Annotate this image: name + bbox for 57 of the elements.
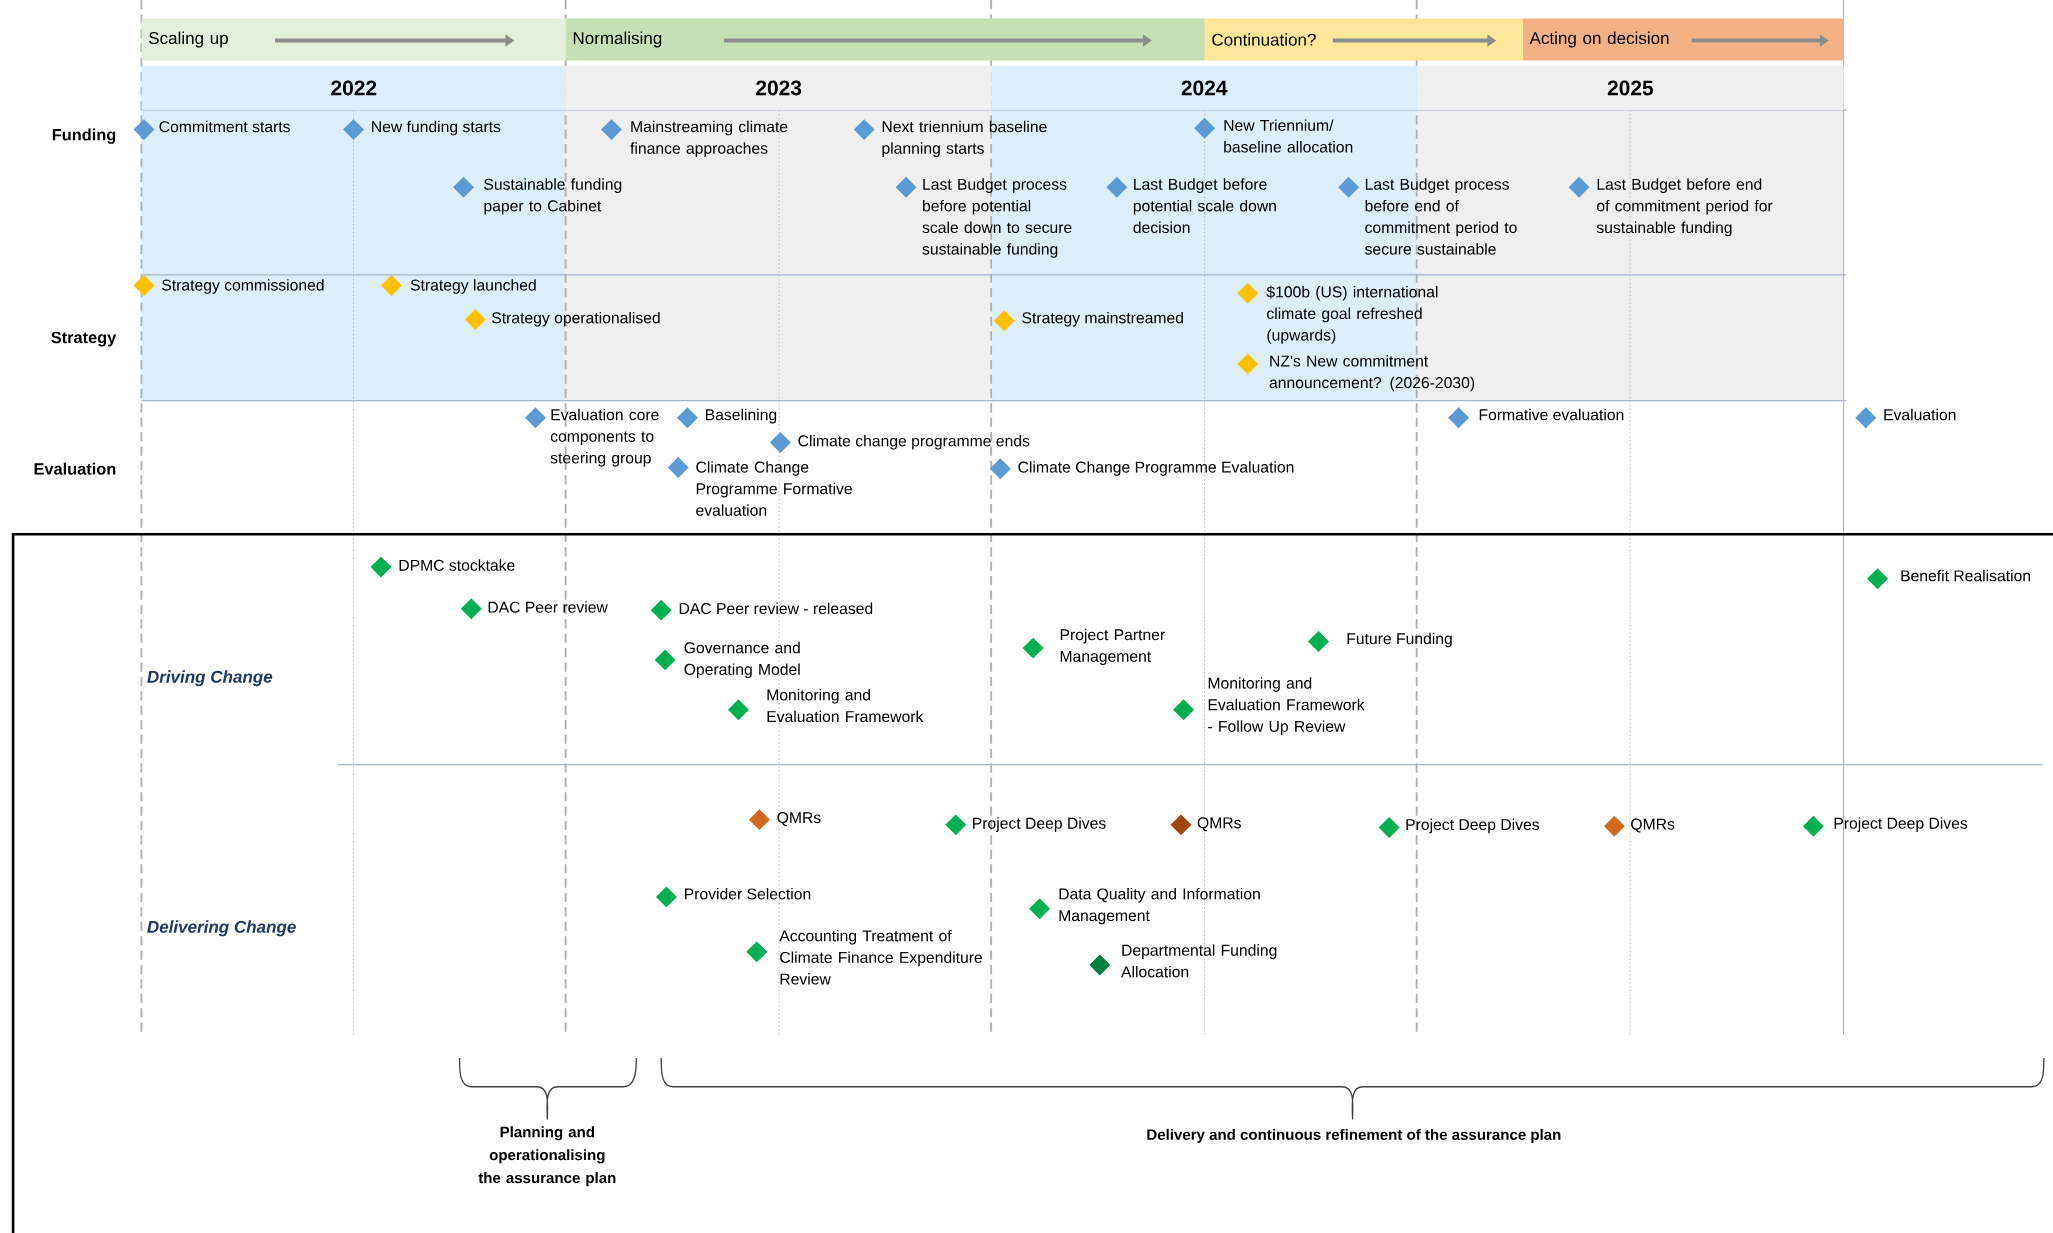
milestone-label: Project Deep Dives: [1406, 818, 1540, 834]
milestone-label: Provider Selection: [685, 887, 811, 900]
node-label: 2025: [1607, 80, 1654, 96]
phase-band: Acting on decision: [1523, 18, 1844, 61]
milestone-label: Next triennium baseline planning starts: [882, 120, 1047, 157]
milestone-label: Evaluation core components to steering group: [550, 408, 659, 467]
node-label: 2024: [1181, 80, 1228, 96]
milestone-label: Accounting Treatment of Climate Finance Expenditure Review: [779, 929, 983, 985]
milestone-label: Project Deep Dives: [1834, 817, 1968, 832]
year-header: 2025: [1416, 65, 1844, 111]
milestone-label: Benefit Realisation: [1901, 569, 2031, 582]
bracket-caption: Delivery and continuous refinement of the assurance plan: [1147, 1128, 1561, 1143]
milestone-label: $100b (US) international climate goal refreshed (upwards): [1266, 285, 1438, 344]
milestone-label: Monitoring and Evaluation Framework - Follow Up Review: [1208, 677, 1365, 735]
milestone-label: Last Budget before potential scale down decision: [1133, 178, 1276, 233]
milestone-label: Strategy operationalised: [492, 311, 660, 327]
row-label: Evaluation: [34, 462, 116, 475]
milestone-label: Data Quality and Information Management: [1059, 887, 1260, 925]
bracket-caption: Planning and operationalising the assurance plan: [478, 1126, 616, 1186]
year-header: 2024: [991, 65, 1417, 111]
milestone-label: Strategy mainstreamed: [1022, 311, 1183, 327]
milestone-label: QMRs: [1631, 818, 1675, 833]
milestone-label: Future Funding: [1347, 632, 1452, 648]
phase-band: Scaling up: [141, 18, 566, 61]
milestone-label: Climate change programme ends: [798, 434, 1030, 450]
milestone-label: Departmental Funding Allocation: [1121, 944, 1277, 978]
milestone-label: DAC Peer review: [488, 601, 608, 613]
row-label: Strategy: [51, 331, 117, 347]
milestone-label: NZ's New commitment announcement? (2026-2030): [1269, 354, 1475, 392]
milestone-label: QMRs: [1197, 817, 1241, 832]
milestone-label: Last Budget before end of commitment period for sustainable funding: [1596, 178, 1773, 236]
milestone-label: Governance and Operating Model: [684, 641, 800, 678]
milestone-label: QMRs: [777, 811, 821, 826]
milestone-label: Evaluation: [1884, 408, 1956, 421]
milestone-label: DPMC stocktake: [399, 559, 515, 571]
milestone-label: Project Partner Management: [1060, 628, 1165, 665]
lane-label: Driving Change: [147, 670, 273, 686]
milestone-label: Strategy launched: [410, 279, 536, 294]
year-header: 2023: [565, 65, 992, 111]
milestone-label: Project Deep Dives: [973, 817, 1106, 832]
node-label: 2022: [331, 80, 377, 96]
node-label: 2023: [756, 80, 802, 96]
phase-band: Normalising: [565, 18, 1205, 61]
milestone-label: Last Budget process before end of commitment period to secure sustainable: [1365, 178, 1517, 255]
milestone-label: Climate Change Programme Formative evaluation: [696, 461, 852, 516]
milestone-label: Climate Change Programme Evaluation: [1018, 461, 1294, 476]
milestone-label: Formative evaluation: [1479, 408, 1624, 421]
lane-label: Delivering Change: [147, 920, 296, 937]
row-label: Funding: [52, 128, 116, 144]
milestone-label: DAC Peer review - released: [679, 602, 873, 614]
phase-band: Continuation?: [1204, 18, 1523, 61]
milestone-label: Baselining: [706, 408, 777, 424]
milestone-label: Strategy commissioned: [162, 279, 324, 294]
year-header: 2022: [141, 65, 566, 111]
milestone-label: Monitoring and Evaluation Framework: [767, 688, 924, 722]
milestone-label: Last Budget process before potential scale down to secure sustainable funding: [922, 178, 1072, 258]
milestone-label: Sustainable funding paper to Cabinet: [484, 178, 622, 215]
